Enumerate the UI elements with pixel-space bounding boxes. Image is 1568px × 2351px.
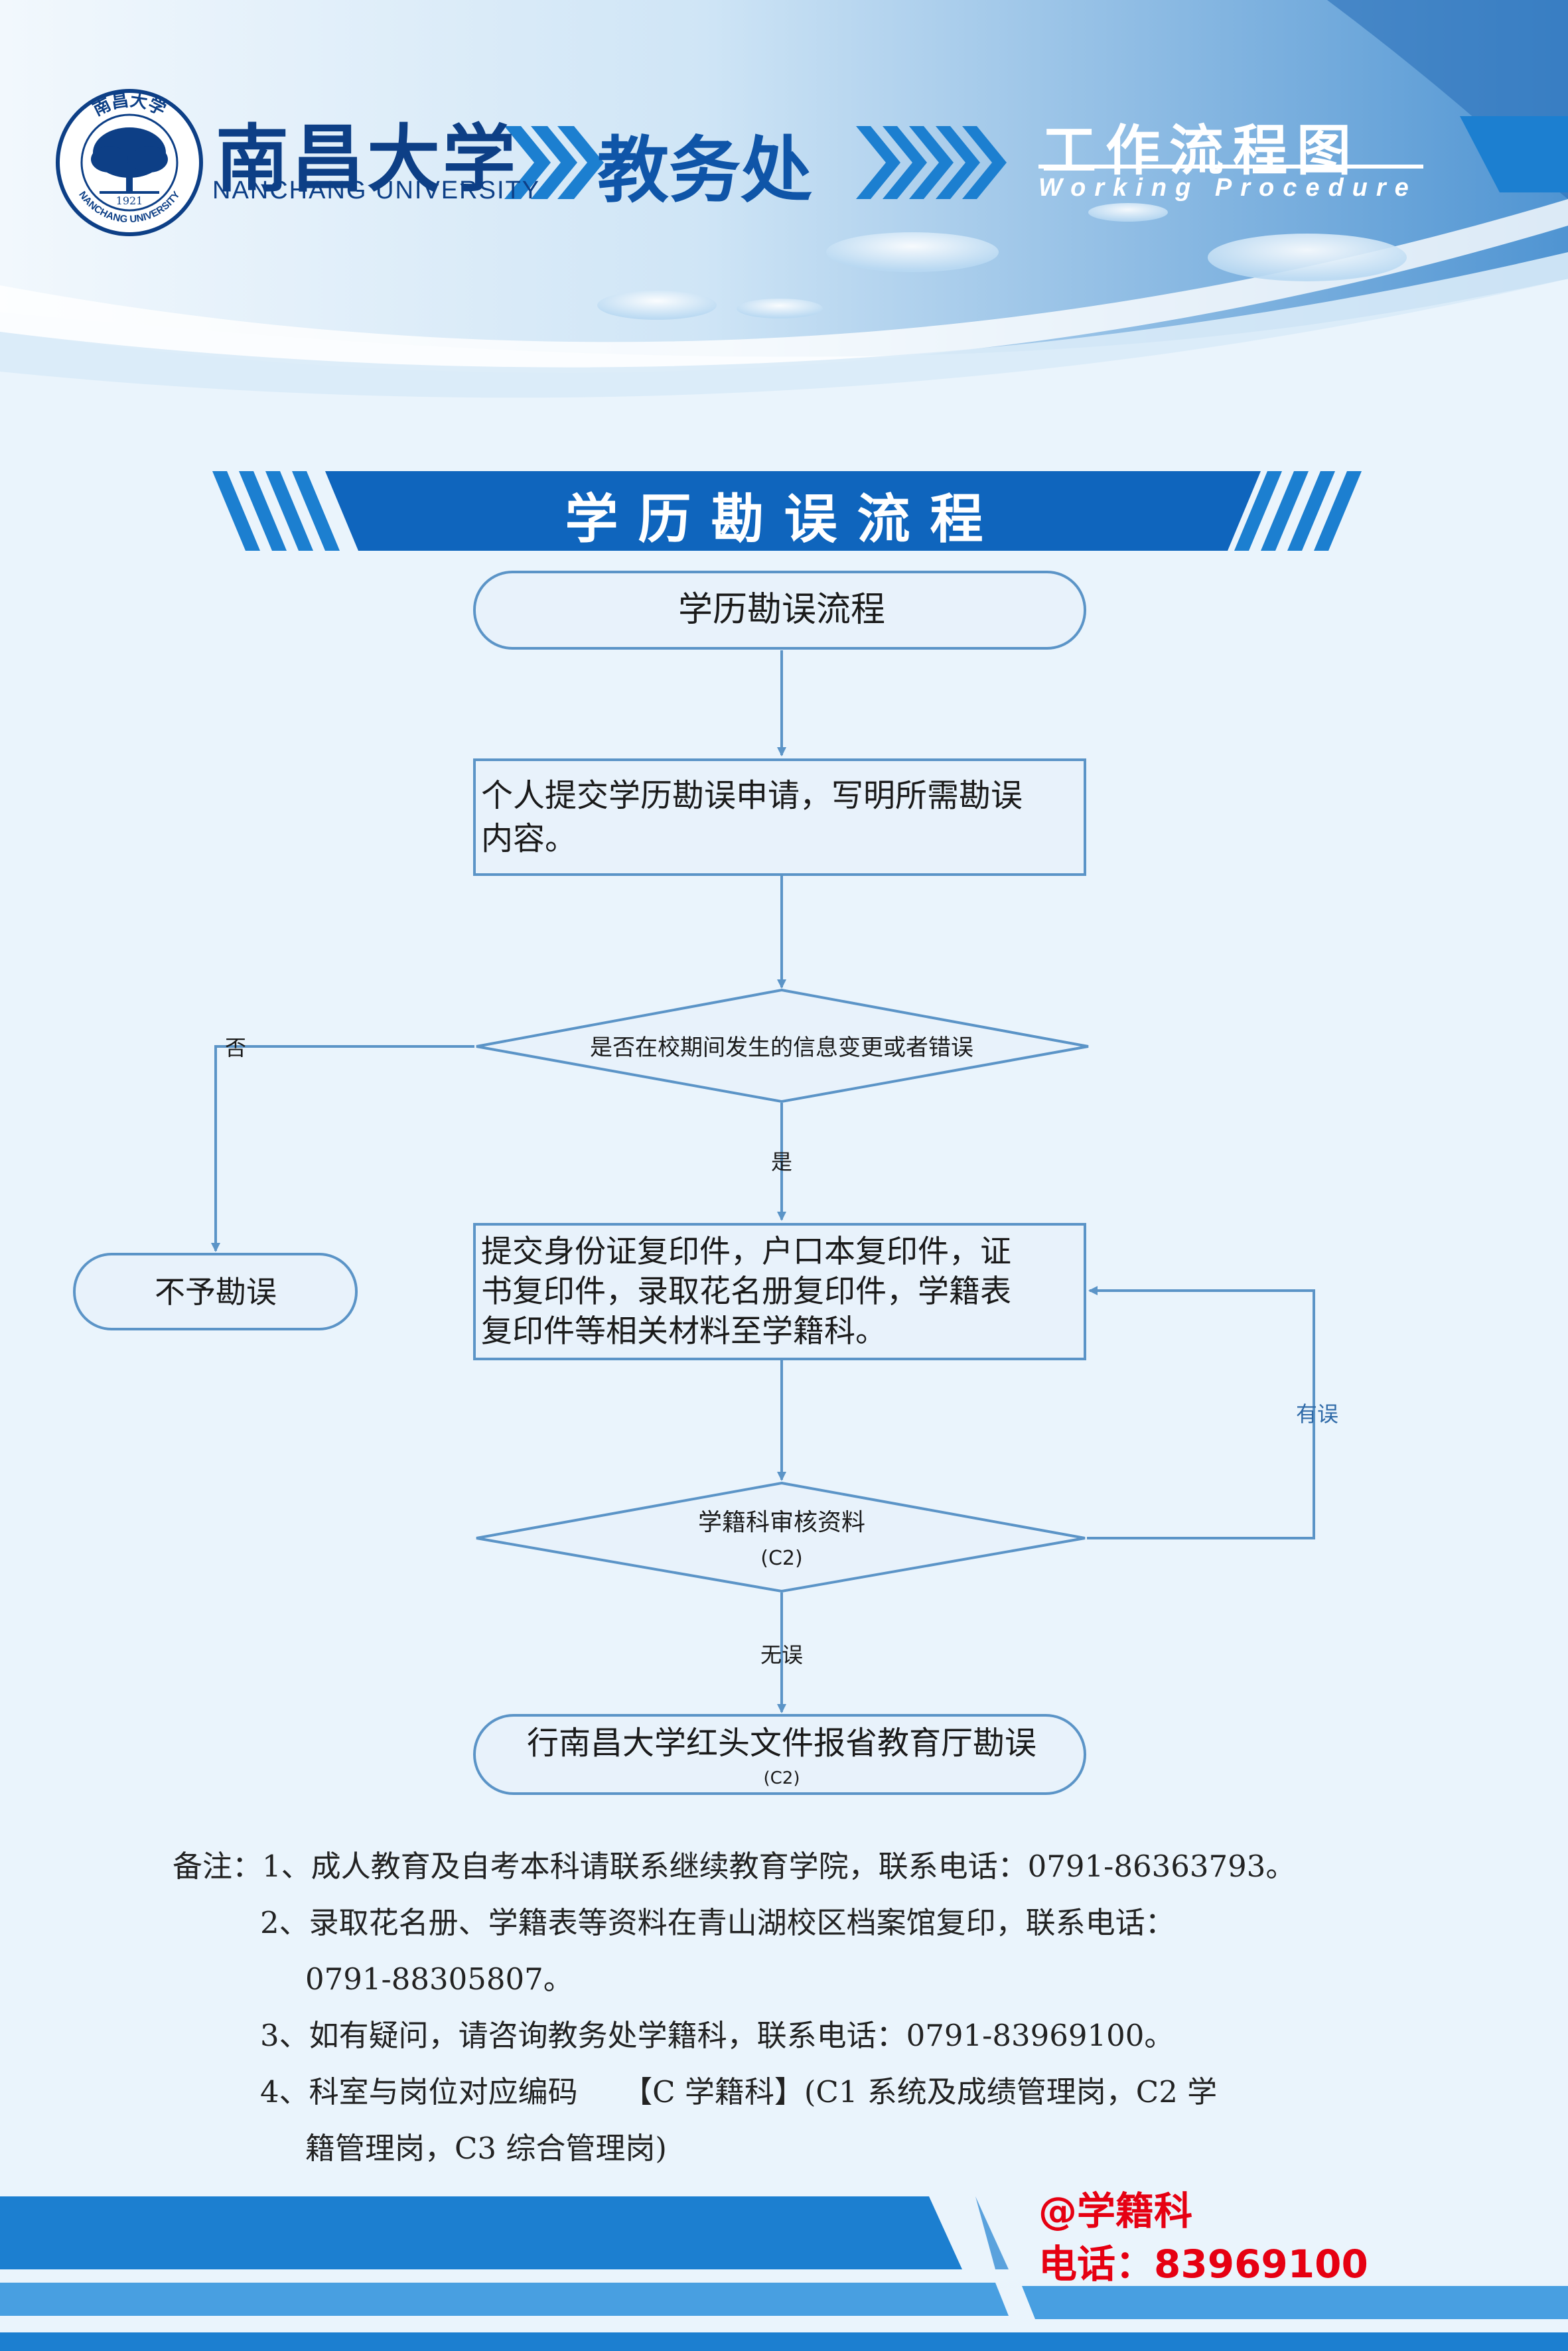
decision2-diamond <box>476 1481 1086 1593</box>
contact-phone: 电话：83969100 <box>1038 2242 1368 2287</box>
stripe-decoration <box>1234 471 1362 551</box>
chevron-icon <box>856 126 1007 199</box>
step2-line: 提交身份证复印件，户口本复印件，证 <box>481 1234 1011 1270</box>
end-node-code: (C2) <box>764 1768 800 1788</box>
title-banner <box>212 471 1362 551</box>
university-name-en: NANCHANG UNIVERSITY <box>212 177 541 204</box>
university-name-cn: 南昌大学 <box>216 116 518 202</box>
water-drop-icon <box>597 203 1407 320</box>
footer-background <box>0 2196 1568 2351</box>
procedure-title-cn: 工作流程图 <box>1042 119 1361 182</box>
chevron-icon <box>504 126 604 199</box>
banner-title: 学历勘误流程 <box>565 488 1003 550</box>
note-3: 3、如有疑问，请咨询教务处学籍科，联系电话：0791-83969100。 <box>260 2018 1175 2053</box>
seal-year: 1921 <box>116 194 143 207</box>
step2-line: 复印件等相关材料至学籍科。 <box>481 1313 887 1350</box>
note-2: 2、录取花名册、学籍表等资料在青山湖校区档案馆复印，联系电话： <box>260 1905 1175 1940</box>
university-seal-icon: 南昌大学 NANCHANG UNIVERSITY 1921 <box>56 89 203 236</box>
flow-connectors <box>211 650 1315 1713</box>
step2-text: 提交身份证复印件，户口本复印件，证 书复印件，录取花名册复印件，学籍表 复印件等… <box>481 1234 1021 1350</box>
arrow-error-loop <box>1087 1286 1315 1539</box>
step1-line: 内容。 <box>481 820 577 857</box>
label-yes: 是 <box>771 1149 792 1175</box>
header-background <box>0 0 1568 411</box>
note-4: 4、科室与岗位对应编码 【C 学籍科】(C1 系统及成绩管理岗，C2 学 <box>260 2074 1218 2109</box>
label-ok: 无误 <box>760 1642 803 1668</box>
stripe-decoration <box>212 471 340 551</box>
start-node-label: 学历勘误流程 <box>678 590 885 630</box>
contact-office: @学籍科 <box>1038 2188 1193 2234</box>
arrow-no-to-reject <box>211 1045 474 1252</box>
end-node <box>473 1714 1086 1795</box>
label-error: 有误 <box>1296 1401 1338 1427</box>
note-2-cont: 0791-88305807。 <box>305 1961 573 1997</box>
end-node-label: 行南昌大学红头文件报省教育厅勘误 <box>527 1725 1036 1762</box>
label-no: 否 <box>225 1035 246 1060</box>
step2-line: 书复印件，录取花名册复印件，学籍表 <box>481 1273 1011 1310</box>
step1-box <box>473 758 1086 876</box>
start-node <box>473 571 1086 650</box>
decision1-diamond <box>476 988 1089 1104</box>
note-4-cont: 籍管理岗，C3 综合管理岗) <box>305 2131 667 2166</box>
step2-box <box>473 1223 1086 1360</box>
procedure-title-en: Working Procedure <box>1038 174 1417 202</box>
department-name: 教务处 <box>597 129 813 212</box>
decision2-label: 学籍科审核资料 <box>698 1509 865 1536</box>
step1-line: 个人提交学历勘误申请，写明所需勘误 <box>481 777 1023 814</box>
step1-text: 个人提交学历勘误申请，写明所需勘误 内容。 <box>481 777 1033 857</box>
notes-section: 备注：1、成人教育及自考本科请联系继续教育学院，联系电话：0791-863637… <box>173 1838 1433 2176</box>
tree-icon <box>91 127 168 194</box>
note-1: 备注：1、成人教育及自考本科请联系继续教育学院，联系电话：0791-863637… <box>173 1849 1296 1884</box>
decision1-label: 是否在校期间发生的信息变更或者错误 <box>590 1034 973 1061</box>
header-ribbon <box>1460 116 1568 192</box>
reject-node-label: 不予勘误 <box>155 1274 277 1310</box>
decision2-code: (C2) <box>760 1547 802 1570</box>
reject-node <box>73 1253 358 1330</box>
